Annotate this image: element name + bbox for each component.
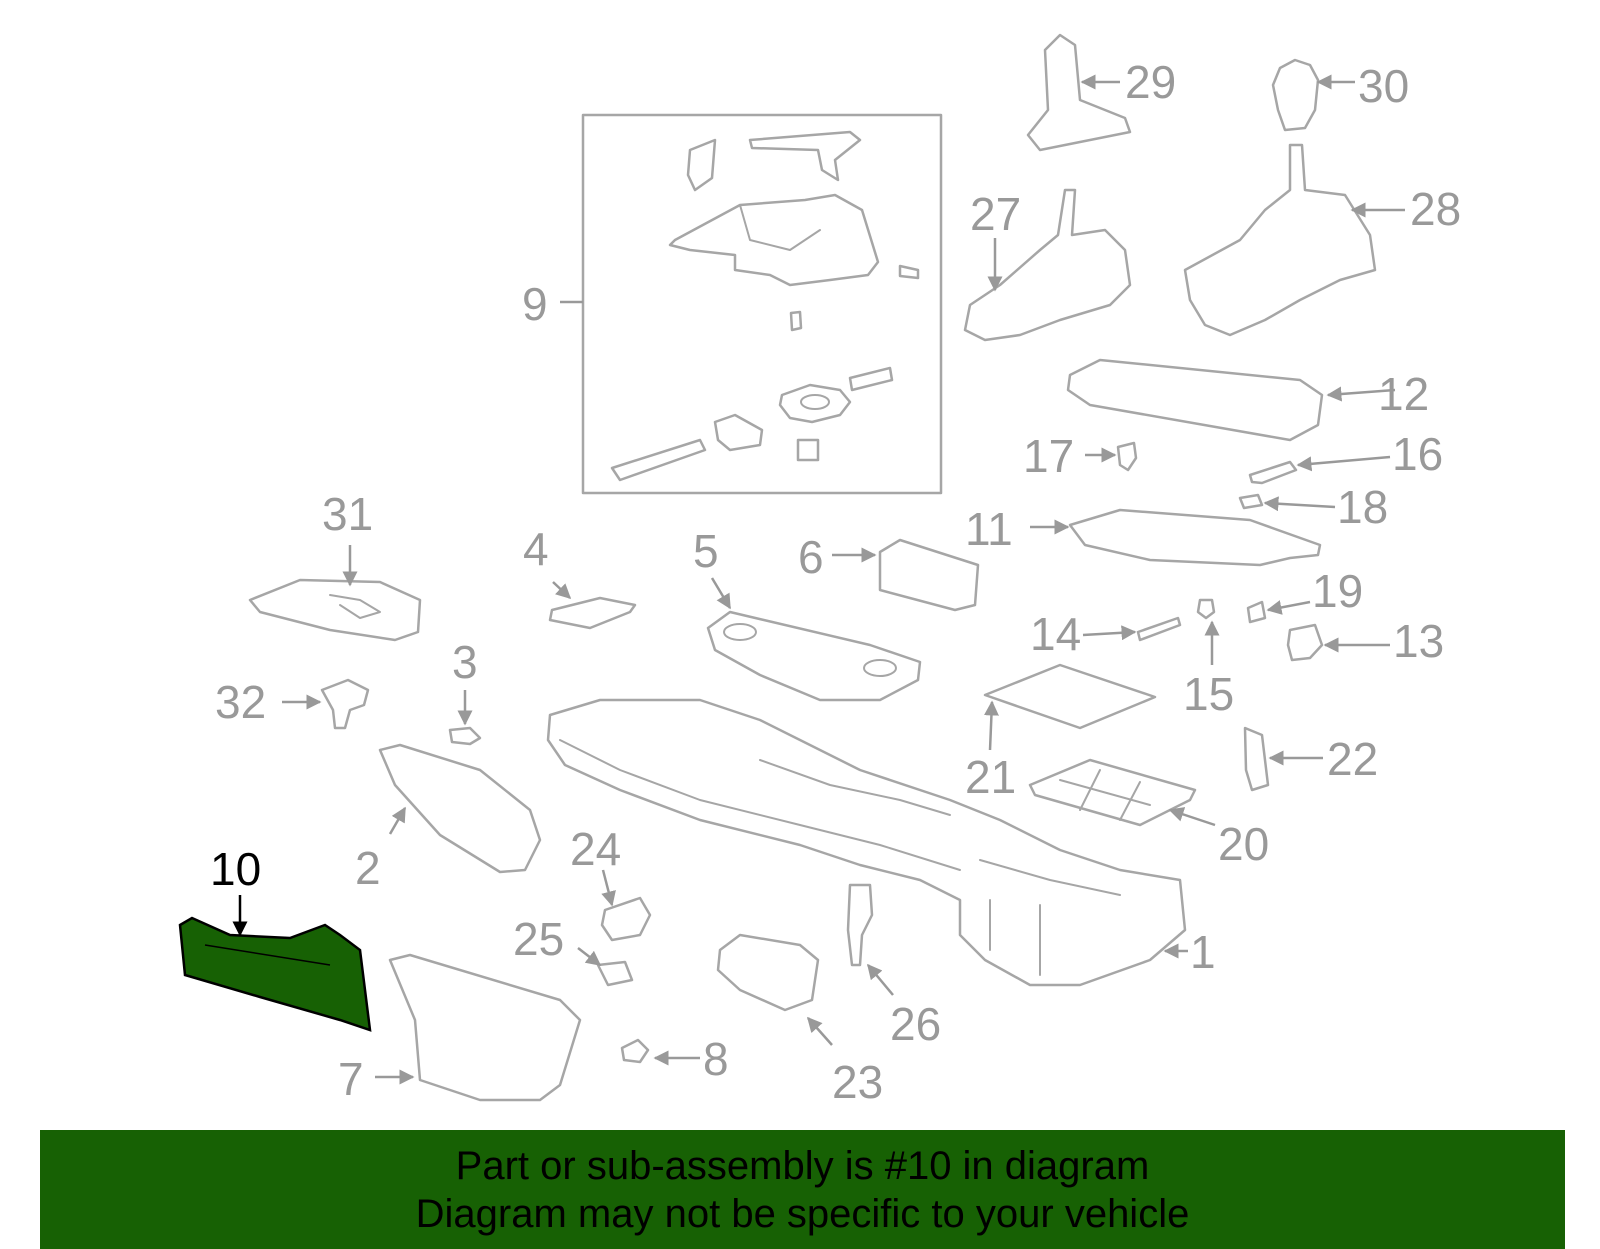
part-26-connector [846, 883, 874, 967]
part-15-fastener [1196, 598, 1216, 620]
part-29-shift-boot [1026, 33, 1132, 152]
part-31-trim-cover [248, 578, 422, 642]
callout-22: 22 [1327, 733, 1378, 785]
part-23-switch-assembly [716, 933, 820, 1012]
callout-26: 26 [890, 998, 941, 1050]
part-14-pin [1136, 616, 1182, 642]
part-18-clip [1238, 493, 1264, 510]
callout-20: 20 [1218, 818, 1269, 870]
part-8-clip [620, 1038, 650, 1064]
part-4-pad [548, 596, 637, 630]
callout-29: 29 [1125, 56, 1176, 108]
callout-18: 18 [1337, 481, 1388, 533]
callout-30: 30 [1358, 60, 1409, 112]
part-6-storage-box [878, 538, 980, 612]
parking-brake-assembly-group [581, 113, 943, 495]
callout-32: 32 [215, 676, 266, 728]
callout-6: 6 [798, 531, 824, 583]
callout-10: 10 [210, 843, 261, 895]
callout-31: 31 [322, 488, 373, 540]
part-30-shift-knob [1271, 58, 1320, 132]
callout-16: 16 [1392, 428, 1443, 480]
callout-2: 2 [355, 842, 381, 894]
callout-24: 24 [570, 823, 621, 875]
part-17-clip [1116, 441, 1138, 472]
callout-14: 14 [1030, 608, 1081, 660]
callout-11: 11 [965, 503, 1013, 555]
part-16-hinge [1248, 460, 1298, 485]
part-21-mat [983, 663, 1157, 730]
callout-25: 25 [513, 913, 564, 965]
parts-diagram: 1 2 3 4 5 6 7 8 9 10 11 12 13 14 15 16 1… [178, 33, 1461, 1108]
callout-labels: 1 2 3 4 5 6 7 8 9 10 11 12 13 14 15 16 1… [210, 56, 1461, 1108]
part-5-cupholder-bezel [706, 610, 922, 702]
part-27-shifter-manual [963, 188, 1132, 342]
callout-27: 27 [970, 188, 1021, 240]
callout-9: 9 [522, 278, 548, 330]
part-25-clip [596, 960, 634, 987]
callout-23: 23 [832, 1056, 883, 1108]
part-11-armrest-base [1068, 508, 1322, 567]
callout-5: 5 [693, 525, 719, 577]
part-12-armrest-lid [1066, 358, 1324, 442]
banner-line-2: Diagram may not be specific to your vehi… [415, 1192, 1190, 1236]
callout-4: 4 [523, 523, 549, 575]
part-20-tray [1028, 758, 1197, 827]
callout-17: 17 [1023, 430, 1074, 482]
part-22-bracket [1243, 726, 1270, 792]
part-3-clip [448, 726, 482, 746]
callout-15: 15 [1183, 668, 1234, 720]
part-32-knob-base [320, 678, 370, 730]
part-2-side-panel [378, 743, 542, 874]
part-13-latch [1286, 623, 1324, 662]
callout-7: 7 [338, 1053, 364, 1105]
callout-8: 8 [703, 1033, 729, 1085]
leader-lines [232, 74, 1405, 1085]
callout-3: 3 [452, 636, 478, 688]
callout-21: 21 [965, 751, 1016, 803]
part-10-highlighted-panel [178, 916, 372, 1032]
info-banner: Part or sub-assembly is #10 in diagram D… [40, 1130, 1565, 1249]
callout-1: 1 [1190, 926, 1216, 978]
part-10-edge-line [204, 944, 331, 966]
banner-line-1: Part or sub-assembly is #10 in diagram [455, 1144, 1150, 1188]
part-24-bracket [600, 896, 652, 942]
callout-28: 28 [1410, 183, 1461, 235]
callout-13: 13 [1393, 615, 1444, 667]
part-28-shifter-automatic [1183, 143, 1377, 337]
callout-19: 19 [1312, 565, 1363, 617]
callout-12: 12 [1378, 368, 1429, 420]
part-19-clip [1246, 600, 1267, 624]
part-7-side-panel [388, 953, 582, 1102]
